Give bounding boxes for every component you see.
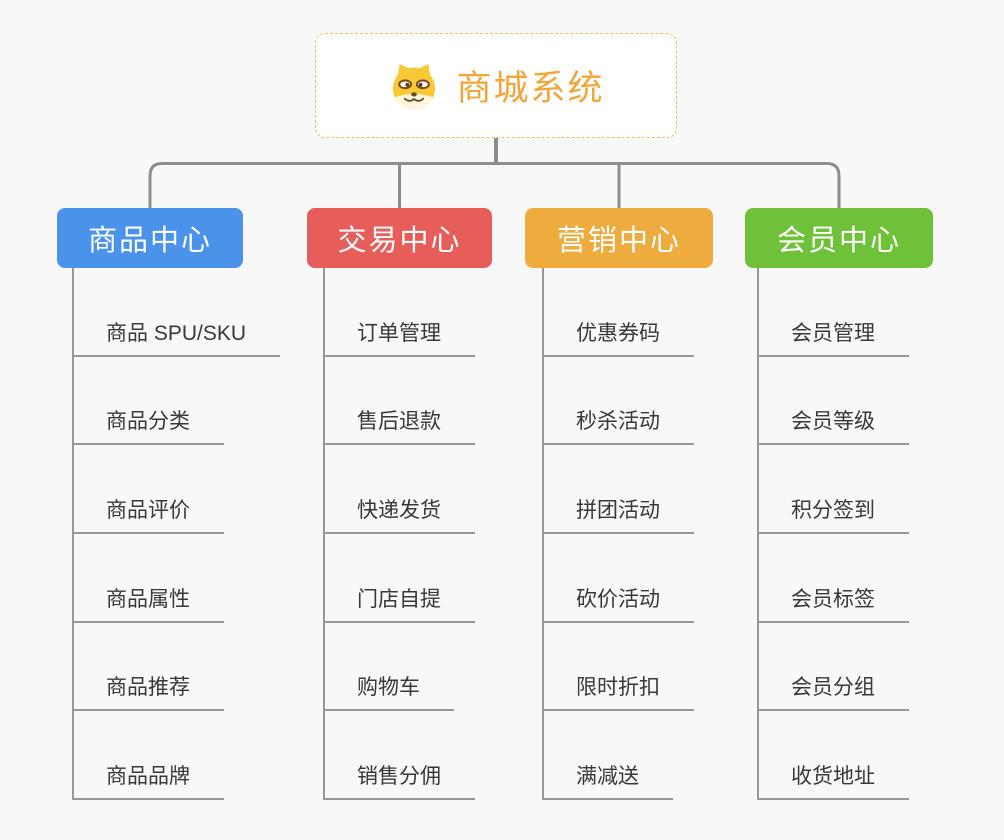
child-topic[interactable]: 优惠券码 bbox=[544, 268, 694, 357]
child-topic[interactable]: 售后退款 bbox=[325, 357, 475, 446]
branch-header-members[interactable]: 会员中心 bbox=[745, 208, 933, 268]
child-topic-label: 商品 SPU/SKU bbox=[74, 317, 281, 357]
child-topic[interactable]: 销售分佣 bbox=[325, 711, 475, 801]
child-topic-label: 商品推荐 bbox=[74, 671, 224, 712]
child-topic[interactable]: 商品品牌 bbox=[74, 711, 280, 801]
child-topic-label: 会员标签 bbox=[759, 583, 909, 623]
child-topic[interactable]: 商品属性 bbox=[74, 534, 280, 623]
child-topic-label: 满减送 bbox=[544, 760, 673, 801]
child-topic[interactable]: 限时折扣 bbox=[544, 623, 694, 712]
child-topic-label: 购物车 bbox=[325, 671, 454, 712]
child-topic[interactable]: 商品分类 bbox=[74, 357, 280, 446]
branch-children-trade: 订单管理售后退款快递发货门店自提购物车销售分佣 bbox=[323, 268, 475, 801]
child-topic-label: 订单管理 bbox=[325, 317, 475, 357]
child-topic-label: 售后退款 bbox=[325, 405, 475, 446]
child-topic[interactable]: 砍价活动 bbox=[544, 534, 694, 623]
child-topic-label: 会员分组 bbox=[759, 671, 909, 712]
branch-rail-line bbox=[148, 162, 841, 208]
child-topic-label: 商品评价 bbox=[74, 494, 224, 535]
child-topic-label: 商品属性 bbox=[74, 583, 224, 623]
child-topic-label: 会员等级 bbox=[759, 405, 909, 446]
child-topic-label: 积分签到 bbox=[759, 494, 909, 535]
branch-header-products[interactable]: 商品中心 bbox=[57, 208, 243, 268]
child-topic[interactable]: 会员分组 bbox=[759, 623, 909, 712]
child-topic[interactable]: 商品评价 bbox=[74, 445, 280, 535]
root-topic[interactable]: 商城系统 bbox=[315, 33, 677, 138]
child-topic[interactable]: 会员标签 bbox=[759, 534, 909, 623]
branch-children-products: 商品 SPU/SKU 商品分类商品评价商品属性商品推荐商品品牌 bbox=[72, 268, 281, 801]
child-topic-label: 会员管理 bbox=[759, 317, 909, 357]
child-topic-label: 秒杀活动 bbox=[544, 405, 694, 446]
branch-children-marketing: 优惠券码秒杀活动拼团活动砍价活动限时折扣满减送 bbox=[542, 268, 694, 801]
branch-header-trade[interactable]: 交易中心 bbox=[307, 208, 492, 268]
child-topic-label: 砍价活动 bbox=[544, 583, 694, 623]
child-topic-label: 拼团活动 bbox=[544, 494, 694, 535]
child-topic[interactable]: 商品推荐 bbox=[74, 623, 280, 712]
child-topic[interactable]: 会员等级 bbox=[759, 357, 909, 446]
child-topic-label: 销售分佣 bbox=[325, 760, 475, 801]
child-topic-label: 商品品牌 bbox=[74, 760, 224, 801]
child-topic[interactable]: 商品 SPU/SKU bbox=[74, 268, 281, 357]
child-topic[interactable]: 拼团活动 bbox=[544, 445, 694, 535]
child-topic[interactable]: 门店自提 bbox=[325, 534, 475, 623]
root-topic-label: 商城系统 bbox=[456, 69, 605, 108]
child-topic[interactable]: 积分签到 bbox=[759, 445, 909, 535]
child-topic-label: 限时折扣 bbox=[544, 671, 694, 712]
child-topic[interactable]: 会员管理 bbox=[759, 268, 909, 357]
branch-children-members: 会员管理会员等级积分签到会员标签会员分组收货地址 bbox=[757, 268, 909, 801]
shiba-dog-icon bbox=[387, 59, 441, 113]
child-topic-label: 商品分类 bbox=[74, 405, 224, 446]
child-topic-label: 快递发货 bbox=[325, 494, 475, 535]
child-topic[interactable]: 收货地址 bbox=[759, 711, 909, 801]
child-topic-label: 门店自提 bbox=[325, 583, 475, 623]
child-topic-label: 优惠券码 bbox=[544, 317, 694, 357]
child-topic-label: 收货地址 bbox=[759, 760, 909, 801]
child-topic[interactable]: 订单管理 bbox=[325, 268, 475, 357]
child-topic[interactable]: 满减送 bbox=[544, 711, 694, 801]
branch-header-marketing[interactable]: 营销中心 bbox=[525, 208, 713, 268]
child-topic[interactable]: 购物车 bbox=[325, 623, 475, 712]
child-topic[interactable]: 快递发货 bbox=[325, 445, 475, 535]
child-topic[interactable]: 秒杀活动 bbox=[544, 357, 694, 446]
